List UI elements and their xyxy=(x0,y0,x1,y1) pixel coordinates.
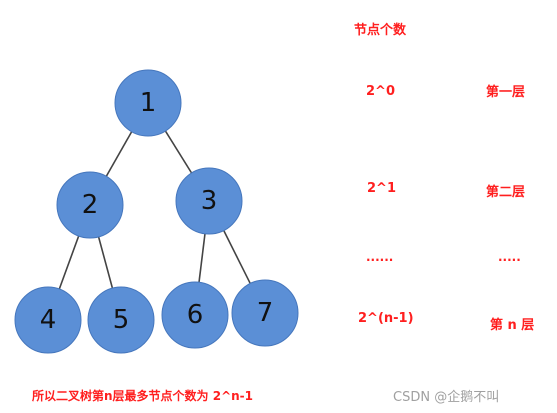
tree-node: 3 xyxy=(175,167,243,235)
watermark: CSDN @企鹅不叫 xyxy=(393,390,500,405)
level-count: 2^(n-1) xyxy=(358,311,414,326)
node-label: 7 xyxy=(257,298,274,328)
layer-label: 第二层 xyxy=(486,185,526,200)
tree-node: 7 xyxy=(231,279,299,347)
tree-node: 6 xyxy=(161,281,229,349)
tree-node: 4 xyxy=(14,286,82,354)
level-count: 2^1 xyxy=(367,181,396,196)
level-count: 2^0 xyxy=(366,84,395,99)
tree-nodes: 1 2 3 4 5 6 7 xyxy=(14,69,299,354)
conclusion-text: 所以二叉树第n层最多节点个数为 2^n-1 xyxy=(32,389,253,403)
node-label: 5 xyxy=(113,305,130,335)
tree-node: 1 xyxy=(114,69,182,137)
node-label: 3 xyxy=(201,186,218,216)
node-count-header: 节点个数 xyxy=(354,23,407,38)
node-label: 1 xyxy=(140,88,157,118)
tree-node: 2 xyxy=(56,171,124,239)
layer-label: 第一层 xyxy=(486,85,526,100)
node-label: 6 xyxy=(187,300,204,330)
level-count-ellipsis: ...... xyxy=(366,250,394,264)
tree-node: 5 xyxy=(87,286,155,354)
layer-label: 第 n 层 xyxy=(490,318,535,333)
layer-label-ellipsis: ..... xyxy=(498,250,521,264)
node-label: 2 xyxy=(82,190,99,220)
node-label: 4 xyxy=(40,305,57,335)
